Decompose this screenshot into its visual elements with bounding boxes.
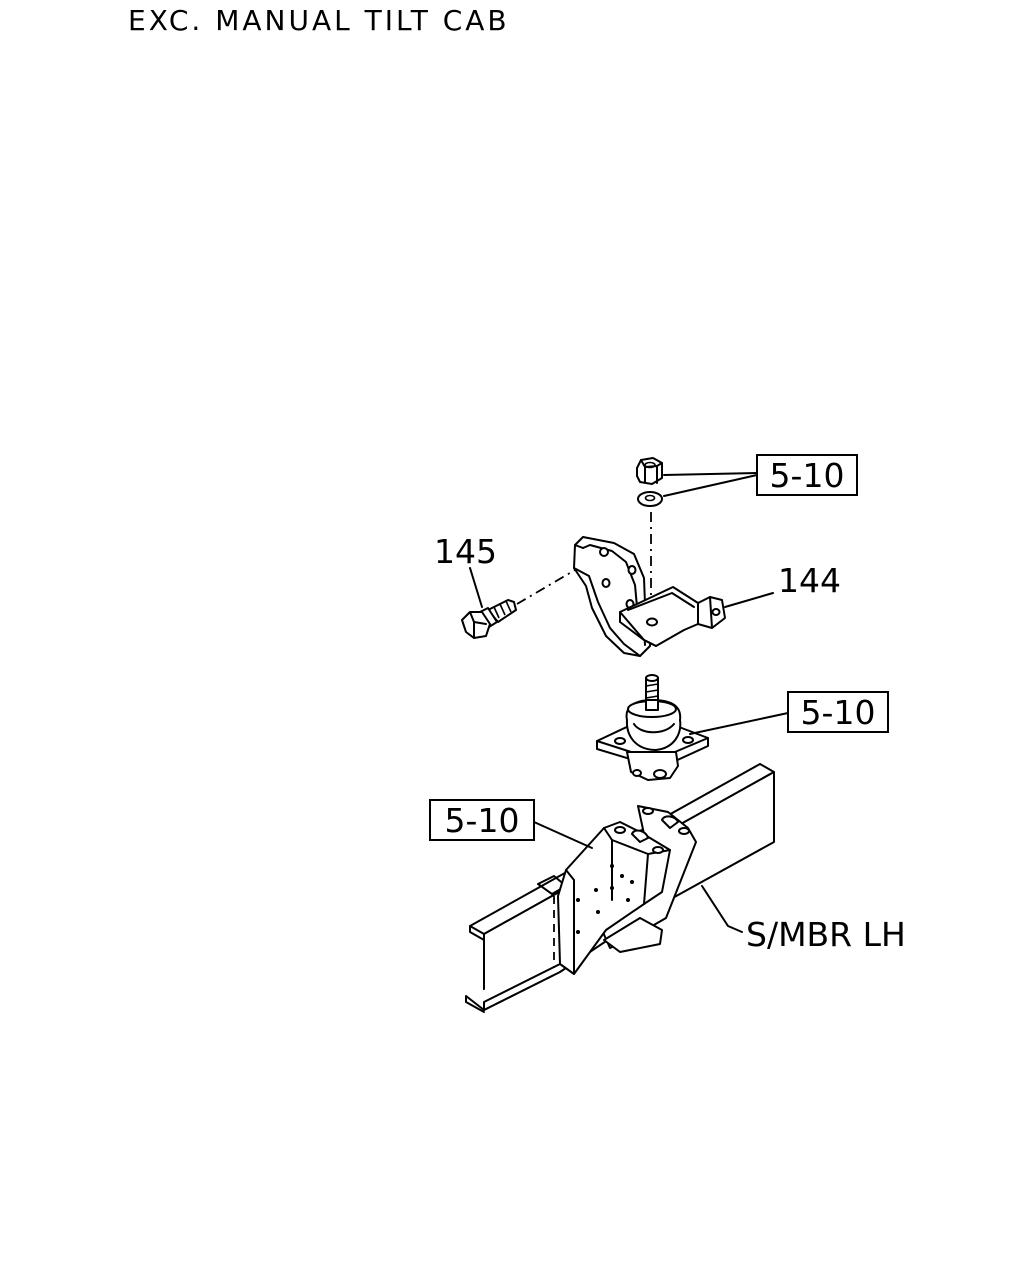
frame-bracket	[537, 805, 697, 975]
bolt-centerline	[516, 569, 576, 605]
leader-washer	[663, 474, 758, 497]
ref-box-frame-bracket	[429, 799, 535, 841]
leader-nut	[663, 472, 758, 476]
ref-box-nut	[756, 454, 858, 496]
leader-frame-bracket	[533, 821, 593, 849]
washer	[637, 491, 663, 507]
hex-bolt	[461, 599, 517, 639]
ref-box-mount	[787, 691, 889, 733]
callout-bolt: 145	[434, 532, 497, 571]
leader-bracket	[724, 592, 774, 608]
diagram-title: EXC. MANUAL TILT CAB	[128, 4, 510, 37]
leader-mount	[689, 712, 789, 735]
callout-frame-bracket-ref: 5-10	[445, 801, 520, 840]
callout-bracket: 144	[778, 561, 841, 600]
callout-nut-ref: 5-10	[770, 456, 845, 495]
callout-side-member: S/MBR LH	[746, 915, 906, 954]
cab-mount-bracket	[573, 536, 726, 657]
rubber-cab-mount	[596, 674, 709, 781]
leader-side-member	[701, 885, 743, 933]
leader-bolt	[469, 567, 483, 608]
callout-mount-ref: 5-10	[801, 693, 876, 732]
flange-nut	[636, 457, 663, 485]
